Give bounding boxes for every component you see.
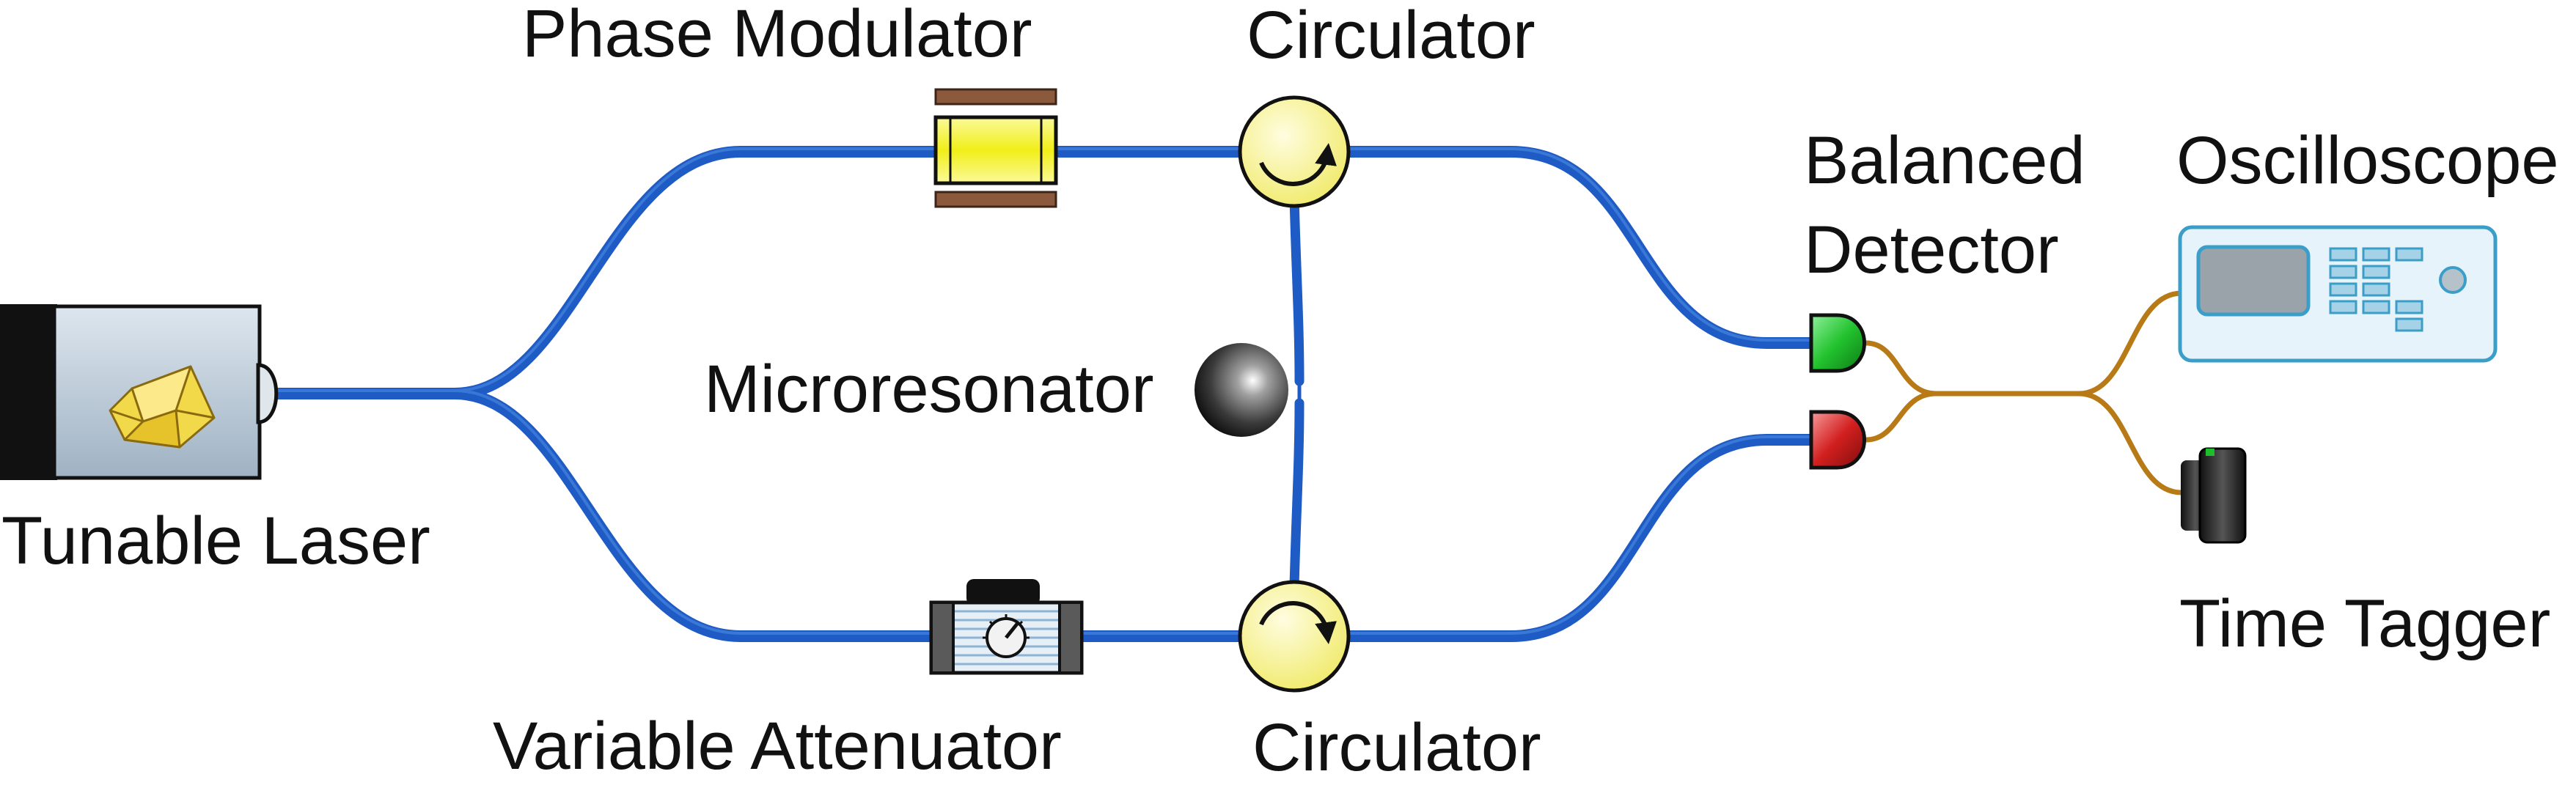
optical-fibers-highlight <box>277 147 1820 635</box>
circulator-bottom-arrow-icon <box>1259 601 1337 644</box>
label-balanced-detector-line2: Detector <box>1804 213 2059 287</box>
oscilloscope-buttons <box>2329 247 2423 332</box>
circulator-top-arrow-icon <box>1259 143 1337 186</box>
fiber-bottom-to-detector <box>1336 434 1824 642</box>
variable-attenuator <box>929 579 1084 675</box>
label-microresonator: Microresonator <box>704 352 1154 427</box>
attenuator-knob-cap <box>966 579 1040 605</box>
oscilloscope <box>2178 225 2498 363</box>
label-tunable-laser: Tunable Laser <box>1 504 430 578</box>
pm-crystal <box>933 115 1058 185</box>
microresonator-sphere <box>1195 343 1288 437</box>
label-oscilloscope: Oscilloscope <box>2176 123 2559 198</box>
optical-fibers <box>273 146 1824 642</box>
label-time-tagger: Time Tagger <box>2179 586 2551 661</box>
cable-green-detector <box>1863 340 1939 397</box>
pm-electrode-bottom <box>934 191 1057 208</box>
laser-output-port <box>256 363 279 424</box>
circulator-bottom <box>1238 580 1351 693</box>
cable-red-detector <box>1863 391 1939 443</box>
laser-side-block <box>0 304 57 480</box>
cable-to-oscilloscope <box>2076 290 2184 397</box>
label-circulator-top: Circulator <box>1247 0 1535 73</box>
circulator-top <box>1238 95 1351 208</box>
laser-crystal-icon <box>109 365 216 449</box>
label-variable-attenuator: Variable Attenuator <box>493 709 1062 784</box>
label-phase-modulator: Phase Modulator <box>522 0 1032 71</box>
phase-modulator <box>933 88 1058 208</box>
fiber-taper-lower <box>1289 398 1304 591</box>
balanced-detector <box>1809 313 1866 470</box>
time-tagger <box>2181 447 2247 544</box>
oscilloscope-knob-icon <box>2439 266 2467 294</box>
electrical-cables <box>1863 290 2184 495</box>
time-tagger-body-front <box>2198 447 2247 544</box>
oscilloscope-screen <box>2196 245 2311 317</box>
label-balanced-detector-line1: Balanced <box>1804 123 2085 198</box>
pm-electrode-top <box>934 88 1057 106</box>
detector-photodiode-red <box>1809 410 1866 470</box>
fiber-lower-arm <box>449 388 937 642</box>
tunable-laser <box>0 304 279 480</box>
cable-to-time-tagger <box>2076 391 2184 495</box>
fiber-upper-arm <box>449 146 941 399</box>
label-circulator-bottom: Circulator <box>1252 710 1541 785</box>
fiber-top-to-detector <box>1336 146 1824 349</box>
detector-photodiode-green <box>1809 313 1866 373</box>
fiber-taper-upper <box>1289 193 1304 386</box>
